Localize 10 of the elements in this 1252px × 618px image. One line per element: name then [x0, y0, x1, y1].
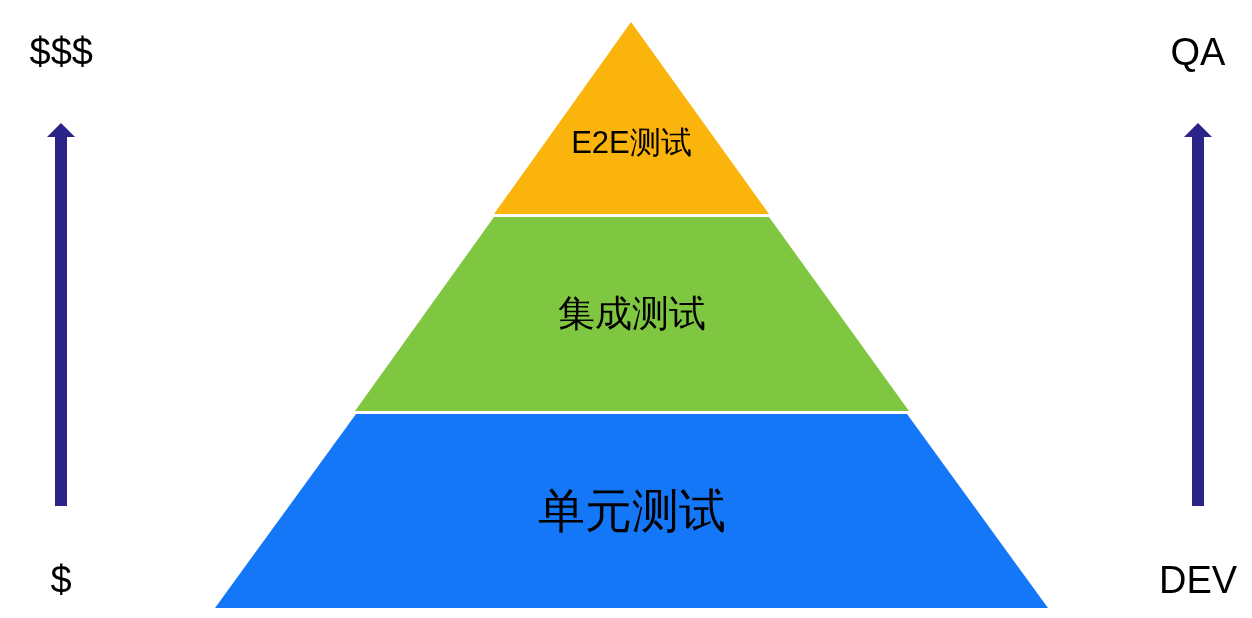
- tier-label: 单元测试: [536, 486, 727, 534]
- pyramid-tier: [215, 414, 1048, 608]
- tier-label: 集成测试: [557, 294, 707, 332]
- axis-label: QA: [1170, 33, 1226, 71]
- axis-label: $: [50, 561, 72, 599]
- axis-label: DEV: [1159, 561, 1238, 599]
- pyramid-tier: [494, 22, 769, 214]
- tier-label: E2E测试: [570, 126, 693, 158]
- axis-label: $$$: [29, 33, 93, 71]
- pyramid-tier: [355, 217, 909, 411]
